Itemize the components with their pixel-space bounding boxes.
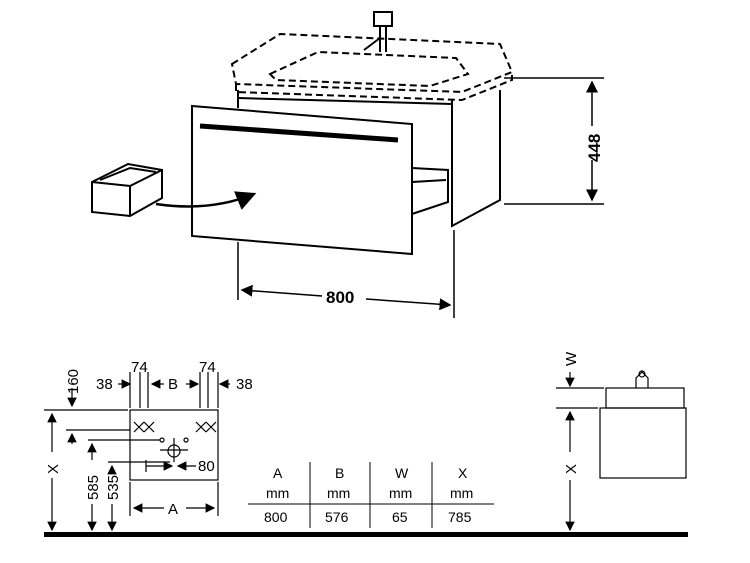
dim-74-left: 74 <box>131 359 148 376</box>
width-dimension-label: 800 <box>326 288 354 307</box>
dim-38-right: 38 <box>236 376 253 393</box>
dim-535: 535 <box>105 475 122 500</box>
dim-x-side: X <box>563 464 580 474</box>
drawer-handle <box>199 123 399 143</box>
tap-icon <box>363 11 393 52</box>
drawer-front <box>191 104 413 256</box>
dim-b: B <box>168 376 178 393</box>
table-header-a: A <box>273 465 283 481</box>
table-header-b: B <box>335 465 344 481</box>
plan-view <box>44 372 230 532</box>
dim-38-left: 38 <box>96 376 113 393</box>
table-unit-b: mm <box>327 485 350 501</box>
table-unit-x: mm <box>450 485 473 501</box>
fixing-mark-right <box>195 421 217 433</box>
basin-side-outline <box>605 387 685 409</box>
height-dimension-label: 448 <box>585 134 604 162</box>
table-value-w: 65 <box>392 509 408 525</box>
drawer-insert-icon <box>91 162 163 218</box>
cabinet-side-outline <box>599 407 687 479</box>
height-dimension <box>504 77 604 205</box>
table-value-x: 785 <box>448 509 472 525</box>
vanity-unit-illustration <box>91 11 514 256</box>
table-unit-a: mm <box>266 485 289 501</box>
table-header-w: W <box>395 465 409 481</box>
table-header-x: X <box>458 465 468 481</box>
table-unit-w: mm <box>389 485 412 501</box>
dim-80: 80 <box>198 458 215 475</box>
floor-line <box>44 532 688 537</box>
table-value-b: 576 <box>325 509 349 525</box>
basin-plan-outline <box>129 409 219 481</box>
table-value-a: 800 <box>264 509 288 525</box>
tap-side-icon <box>635 371 649 388</box>
fixing-mark-left <box>133 421 155 433</box>
insert-arrow <box>155 191 257 210</box>
width-dimension <box>237 230 455 318</box>
dim-x-plan: X <box>45 464 62 474</box>
dim-585: 585 <box>85 475 102 500</box>
dim-74-right: 74 <box>199 359 216 376</box>
dimension-table: A B W X mm mm mm mm 800 576 65 785 <box>248 462 494 528</box>
dim-w: W <box>563 351 580 366</box>
dim-160: 160 <box>65 369 82 394</box>
side-view <box>556 370 687 532</box>
dim-a: A <box>168 501 178 518</box>
